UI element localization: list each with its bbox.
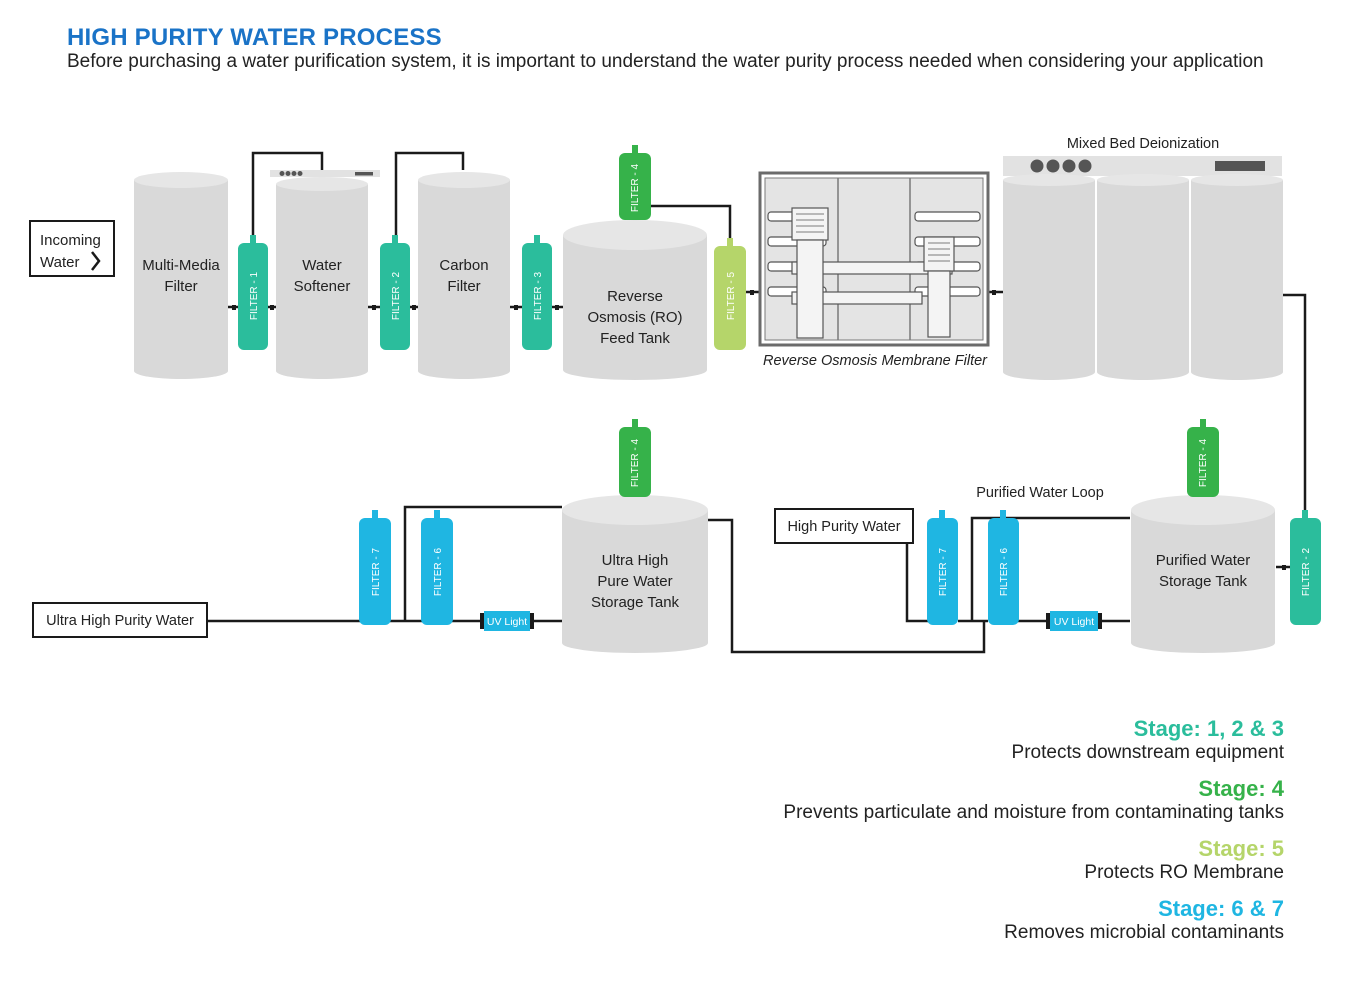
filter-2-cartridge: FILTER - 2 <box>380 235 410 350</box>
ultra-tank-label-3: Storage Tank <box>591 594 680 611</box>
purified-water-storage-tank: Purified Water Storage Tank <box>1131 495 1275 653</box>
mixed-bed-deionization-unit: Mixed Bed Deionization <box>1003 136 1283 380</box>
filter-7-label-right: FILTER - 7 <box>938 547 949 596</box>
pipe <box>394 151 465 243</box>
uv-light-label-right: UV Light <box>1054 616 1094 628</box>
carbon-filter-label-1: Carbon <box>439 257 488 274</box>
high-purity-water-label: High Purity Water <box>787 519 900 535</box>
filter-2-cartridge-right: FILTER - 2 <box>1290 510 1321 625</box>
filter-7-label-left: FILTER - 7 <box>371 547 382 596</box>
incoming-water-label-2: Water <box>40 254 79 271</box>
stage-title: Stage: 5 <box>1198 836 1284 861</box>
incoming-water-label-1: Incoming <box>40 232 101 249</box>
stage-title: Stage: 1, 2 & 3 <box>1133 716 1284 741</box>
filter-4-label: FILTER - 4 <box>630 163 641 212</box>
water-softener-label-2: Softener <box>294 278 351 295</box>
filter-4-label-bottom: FILTER - 4 <box>630 438 641 487</box>
pipes <box>207 151 1307 654</box>
filter-6-cartridge-left: FILTER - 6 <box>421 510 453 625</box>
incoming-water-box: Incoming Water <box>29 220 115 277</box>
filter-3-cartridge: FILTER - 3 <box>522 235 552 350</box>
filter-1-cartridge: FILTER - 1 <box>238 235 268 350</box>
filter-2-label: FILTER - 2 <box>391 271 402 320</box>
pipe <box>970 516 1130 621</box>
stages-legend: Stage: 1, 2 & 3 Protects downstream equi… <box>584 716 1284 956</box>
uv-light-right: UV Light <box>1046 611 1102 631</box>
filter-4-cartridge-top: FILTER - 4 <box>619 145 651 220</box>
ultra-tank-label-1: Ultra High <box>602 552 669 569</box>
stage-item: Stage: 6 & 7 Removes microbial contamina… <box>584 896 1284 944</box>
stage-title: Stage: 4 <box>1198 776 1284 801</box>
stage-item: Stage: 5 Protects RO Membrane <box>584 836 1284 884</box>
stage-description: Removes microbial contaminants <box>1004 922 1284 943</box>
purified-water-loop-label: Purified Water Loop <box>976 485 1104 501</box>
high-purity-water-box: High Purity Water <box>774 508 914 544</box>
mixed-bed-label: Mixed Bed Deionization <box>1067 136 1219 152</box>
stage-item: Stage: 4 Prevents particulate and moistu… <box>584 776 1284 824</box>
purified-tank-label-2: Storage Tank <box>1159 573 1248 590</box>
stage-item: Stage: 1, 2 & 3 Protects downstream equi… <box>584 716 1284 764</box>
filter-7-cartridge-left: FILTER - 7 <box>359 510 391 625</box>
filter-6-label-left: FILTER - 6 <box>433 547 444 596</box>
water-softener-label-1: Water <box>302 257 341 274</box>
multi-media-label-2: Filter <box>164 278 197 295</box>
pipe <box>905 543 928 623</box>
ro-feed-label-3: Feed Tank <box>600 330 670 347</box>
multi-media-label-1: Multi-Media <box>142 257 220 274</box>
pipe <box>650 204 732 246</box>
filter-4-cartridge-right: FILTER - 4 <box>1187 419 1219 497</box>
filter-4-label-right: FILTER - 4 <box>1198 438 1209 487</box>
filter-2-label-right: FILTER - 2 <box>1301 547 1312 596</box>
purified-tank-label-1: Purified Water <box>1156 552 1250 569</box>
page-title: HIGH PURITY WATER PROCESS <box>67 24 442 51</box>
chevron-right-icon <box>91 251 101 271</box>
filter-5-label: FILTER - 5 <box>726 271 737 320</box>
pipe-joints <box>232 290 1286 570</box>
carbon-filter-label-2: Filter <box>447 278 480 295</box>
uv-light-left: UV Light <box>480 611 534 631</box>
ro-membrane-label: Reverse Osmosis Membrane Filter <box>763 353 988 369</box>
filter-5-cartridge: FILTER - 5 <box>714 238 746 350</box>
uv-light-label-left: UV Light <box>487 616 527 628</box>
filter-1-label: FILTER - 1 <box>249 271 260 320</box>
filter-6-label-right: FILTER - 6 <box>999 547 1010 596</box>
stage-description: Protects downstream equipment <box>1011 742 1284 763</box>
ro-feed-tank: Reverse Osmosis (RO) Feed Tank <box>563 220 707 380</box>
ro-feed-label-2: Osmosis (RO) <box>588 309 683 326</box>
filter-7-cartridge-right: FILTER - 7 <box>927 510 958 625</box>
ultra-high-purity-water-label: Ultra High Purity Water <box>46 613 194 629</box>
carbon-filter-tank: Carbon Filter <box>418 172 510 379</box>
stage-description: Prevents particulate and moisture from c… <box>783 802 1284 823</box>
ultra-tank-label-2: Pure Water <box>597 573 672 590</box>
filter-6-cartridge-right: FILTER - 6 <box>988 510 1019 625</box>
ultra-high-storage-tank: Ultra High Pure Water Storage Tank <box>562 495 708 653</box>
pipe <box>1282 293 1307 518</box>
pipe <box>708 518 986 654</box>
ro-feed-label-1: Reverse <box>607 288 663 305</box>
stage-title: Stage: 6 & 7 <box>1158 896 1284 921</box>
pipe <box>403 505 562 621</box>
water-softener-tank: Water Softener <box>270 170 380 379</box>
filter-4-cartridge-bottom: FILTER - 4 <box>619 419 651 497</box>
ultra-high-purity-water-box: Ultra High Purity Water <box>32 602 208 638</box>
pipe <box>251 151 324 243</box>
page-subtitle: Before purchasing a water purification s… <box>67 51 1264 72</box>
ro-membrane-filter-unit: Reverse Osmosis Membrane Filter <box>758 171 990 369</box>
filter-3-label: FILTER - 3 <box>533 271 544 320</box>
stage-description: Protects RO Membrane <box>1084 862 1284 883</box>
multi-media-filter-tank: Multi-Media Filter <box>134 172 228 379</box>
